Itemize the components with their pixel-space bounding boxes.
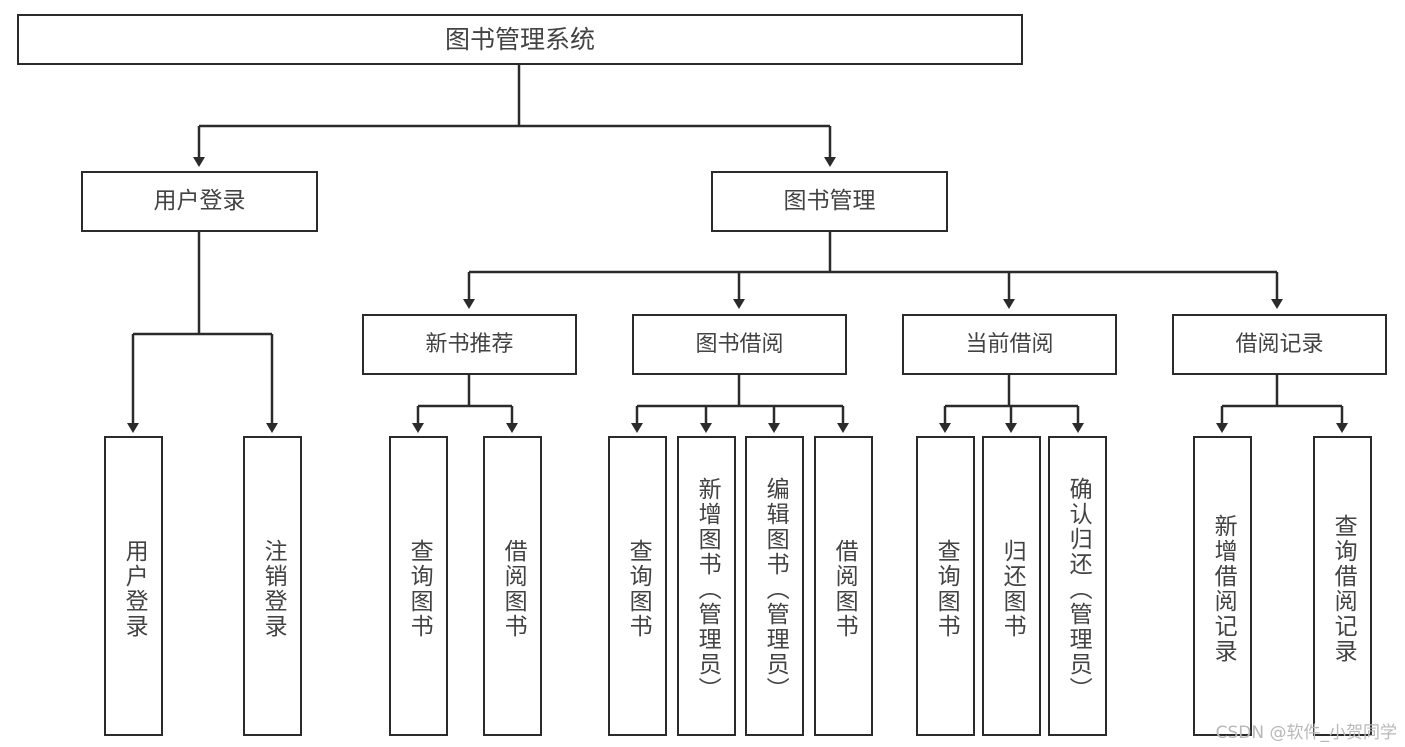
node-borrowing-records[interactable]: 借阅记录 xyxy=(1172,314,1387,375)
node-label: 图书借阅 xyxy=(695,331,784,357)
node-label: 图书管理系统 xyxy=(444,24,595,54)
node-current-borrowings[interactable]: 当前借阅 xyxy=(902,314,1117,375)
node-label: 借阅图书 xyxy=(500,539,527,639)
node-label: 借阅记录 xyxy=(1235,331,1324,357)
node-label: 新书推荐 xyxy=(425,331,514,357)
node-label: 查询图书 xyxy=(625,539,652,639)
node-label: 查询图书 xyxy=(406,539,433,639)
leaf-edit-book-admin[interactable]: 编辑图书（管理员） xyxy=(745,436,804,736)
leaf-query-books-newbook[interactable]: 查询图书 xyxy=(389,436,448,736)
leaf-query-books-borrow[interactable]: 查询图书 xyxy=(608,436,667,736)
leaf-add-borrow-record[interactable]: 新增借阅记录 xyxy=(1193,436,1252,736)
node-label: 当前借阅 xyxy=(965,331,1054,357)
leaf-add-book-admin[interactable]: 新增图书（管理员） xyxy=(677,436,736,736)
node-label: 注销登录 xyxy=(260,539,287,639)
node-book-borrowing[interactable]: 图书借阅 xyxy=(632,314,847,375)
node-label: 新增图书（管理员） xyxy=(694,476,721,702)
node-library-management-system[interactable]: 图书管理系统 xyxy=(17,14,1023,65)
leaf-confirm-return-admin[interactable]: 确认归还（管理员） xyxy=(1048,436,1107,736)
node-label: 用户登录 xyxy=(121,539,148,639)
node-label: 新增借阅记录 xyxy=(1210,514,1237,664)
leaf-return-books[interactable]: 归还图书 xyxy=(982,436,1041,736)
node-book-management[interactable]: 图书管理 xyxy=(711,171,948,232)
leaf-borrow-books-newbook[interactable]: 借阅图书 xyxy=(483,436,542,736)
node-label: 编辑图书（管理员） xyxy=(762,476,789,702)
leaf-borrow-books[interactable]: 借阅图书 xyxy=(814,436,873,736)
leaf-user-login[interactable]: 用户登录 xyxy=(104,436,163,736)
node-label: 借阅图书 xyxy=(831,539,858,639)
watermark: CSDN @软件_小贺同学 xyxy=(1215,723,1397,743)
node-label: 确认归还（管理员） xyxy=(1065,476,1092,702)
node-label: 用户登录 xyxy=(153,187,246,214)
leaf-logout[interactable]: 注销登录 xyxy=(243,436,302,736)
node-label: 图书管理 xyxy=(783,187,876,214)
node-label: 查询借阅记录 xyxy=(1330,514,1357,664)
leaf-query-books-current[interactable]: 查询图书 xyxy=(916,436,975,736)
node-label: 查询图书 xyxy=(933,539,960,639)
leaf-query-borrow-record[interactable]: 查询借阅记录 xyxy=(1313,436,1372,736)
node-new-book-recommendation[interactable]: 新书推荐 xyxy=(362,314,577,375)
node-label: 归还图书 xyxy=(999,539,1026,639)
node-user-login[interactable]: 用户登录 xyxy=(81,171,318,232)
